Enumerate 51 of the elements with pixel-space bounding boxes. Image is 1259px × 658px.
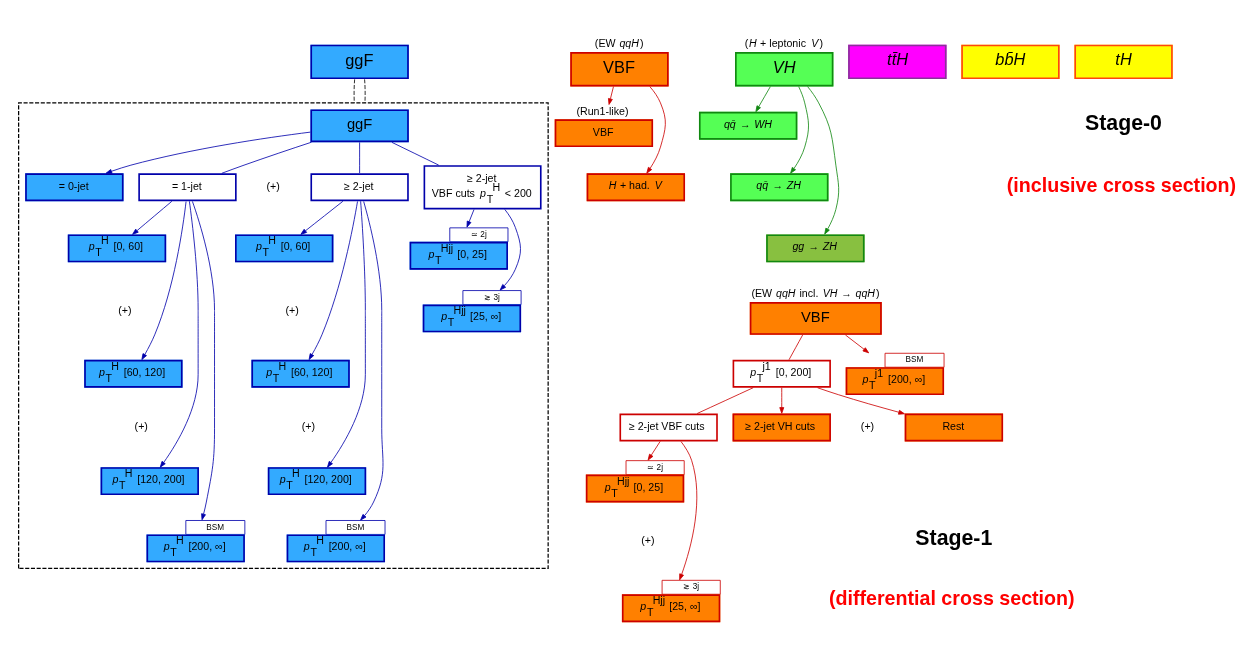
arrow — [327, 200, 366, 468]
node-label: (EW qqH incl. VH → qqH) — [751, 286, 880, 299]
arrow — [679, 440, 698, 580]
label: (+) — [301, 419, 316, 432]
arrow — [608, 85, 614, 105]
connector — [364, 78, 366, 103]
connector — [221, 141, 312, 174]
node-label: ≳ 3j — [683, 581, 700, 591]
label: Stage-1 — [915, 525, 993, 550]
connector — [788, 334, 804, 360]
label: (+) — [641, 533, 655, 546]
arrow — [646, 85, 666, 174]
arrow — [499, 208, 521, 290]
arrow — [755, 85, 771, 112]
arrow — [141, 200, 187, 360]
label: (+) — [860, 419, 875, 432]
arrow — [779, 386, 785, 414]
label: (+) — [118, 303, 132, 316]
node-label: (EW qqH) — [594, 36, 644, 49]
arrow — [300, 200, 344, 235]
arrow — [105, 131, 311, 174]
node-label: ≃ 2j — [471, 229, 487, 239]
node-label: (H + leptonic V) — [744, 36, 824, 49]
node-label: BSM — [905, 354, 924, 364]
cluster — [18, 101, 549, 569]
node-label: BSM — [206, 522, 225, 532]
node-label: BSM — [346, 522, 365, 532]
arrow — [159, 200, 199, 468]
node-label: ≳ 3j — [484, 292, 500, 302]
arrow — [466, 208, 475, 227]
label: (inclusive cross section) — [1006, 173, 1237, 196]
arrow — [360, 200, 384, 520]
connector — [353, 78, 356, 103]
label: (+) — [285, 303, 299, 316]
connector — [359, 141, 361, 173]
arrow — [132, 200, 173, 235]
arrow — [192, 200, 215, 520]
label: Stage-0 — [1085, 110, 1162, 135]
arrow — [807, 85, 840, 234]
label: (+) — [266, 179, 280, 192]
arrow — [308, 200, 358, 360]
connector — [391, 141, 440, 165]
arrow — [817, 386, 905, 415]
arrow — [790, 85, 809, 174]
arrow — [647, 440, 661, 460]
node-label: ≃ 2j — [647, 462, 663, 472]
label: (differential cross section) — [828, 586, 1075, 609]
label: (+) — [134, 419, 148, 432]
connector — [696, 386, 754, 414]
arrow — [845, 334, 870, 353]
node-label: (Run1-like) — [576, 104, 629, 117]
